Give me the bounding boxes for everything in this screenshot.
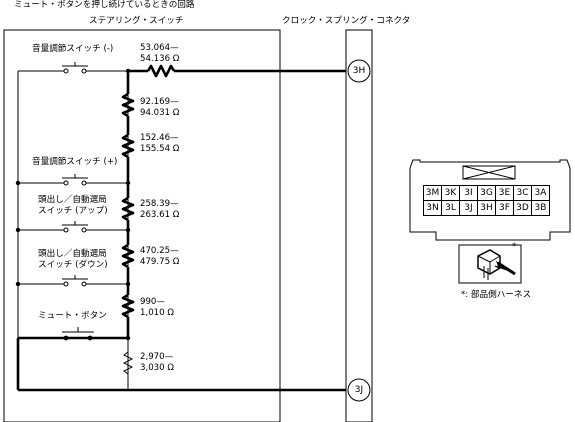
switch-contacts — [63, 68, 87, 287]
steering-switch-title: ステアリング・スイッチ — [89, 16, 184, 26]
harness-caption: *: 部品側ハーネス — [461, 290, 532, 300]
connector-pin: 3I — [459, 185, 478, 201]
connector-pin: 3N — [423, 200, 442, 216]
terminal-3h-label: 3H — [352, 66, 366, 76]
volume-down-switch-label: 音量調節スイッチ (-) — [32, 44, 114, 54]
connector-face — [409, 159, 571, 241]
diagram-title: ミュート・ボタンを押し続けているときの回路 — [14, 0, 195, 10]
terminal-3j-label: 3J — [354, 385, 364, 395]
connector-pin: 3J — [459, 200, 478, 216]
connector-pin: 3M — [423, 185, 442, 201]
connector-pin: 3K — [441, 185, 460, 201]
connector-pin: 3F — [495, 200, 514, 216]
resistor-value: 92.169—94.031 Ω — [140, 97, 180, 118]
terminal-3h — [347, 59, 371, 83]
connector-pin-row: 3N 3L 3J 3H 3F 3D 3B — [423, 200, 550, 216]
resistor-value: 152.46—155.54 Ω — [140, 133, 180, 154]
clock-spring-connector-title: クロック・スプリング・コネクタ — [282, 16, 411, 26]
connector-pin: 3G — [477, 185, 496, 201]
mute-button-label: ミュート・ボタン — [38, 311, 107, 321]
connector-pin: 3C — [513, 185, 532, 201]
volume-up-switch-label: 音量調節スイッチ (+) — [32, 157, 118, 167]
mute-button-contacts — [62, 327, 94, 341]
resistor-value: 990—1,010 Ω — [140, 297, 174, 318]
harness-mark: * — [512, 242, 517, 252]
resistor-value: 2,970—3,030 Ω — [140, 352, 174, 373]
seek-up-switch-label: 頭出し／自動選局 スイッチ (アップ) — [38, 195, 108, 216]
connector-pin: 3E — [495, 185, 514, 201]
connector-pin: 3L — [441, 200, 460, 216]
connector-pin-row: 3M 3K 3I 3G 3E 3C 3A — [423, 185, 550, 201]
connector-pin: 3H — [477, 200, 496, 216]
resistor-value: 53.064—54.136 Ω — [140, 43, 180, 64]
terminal-3j — [347, 378, 371, 402]
connector-pin: 3D — [513, 200, 532, 216]
steering-switch-box — [3, 29, 281, 422]
resistor-value: 258.39—263.61 Ω — [140, 199, 180, 220]
seek-down-switch-label: 頭出し／自動選局 スイッチ (ダウン) — [38, 249, 108, 270]
connector-pin: 3A — [531, 185, 550, 201]
connector-pin-grid: 3M 3K 3I 3G 3E 3C 3A 3N 3L 3J 3H 3F 3D 3… — [423, 185, 550, 216]
resistor-value: 470.25—479.75 Ω — [140, 246, 180, 267]
clock-spring-connector — [345, 29, 373, 422]
harness-icon — [458, 244, 522, 284]
connector-pin: 3B — [531, 200, 550, 216]
